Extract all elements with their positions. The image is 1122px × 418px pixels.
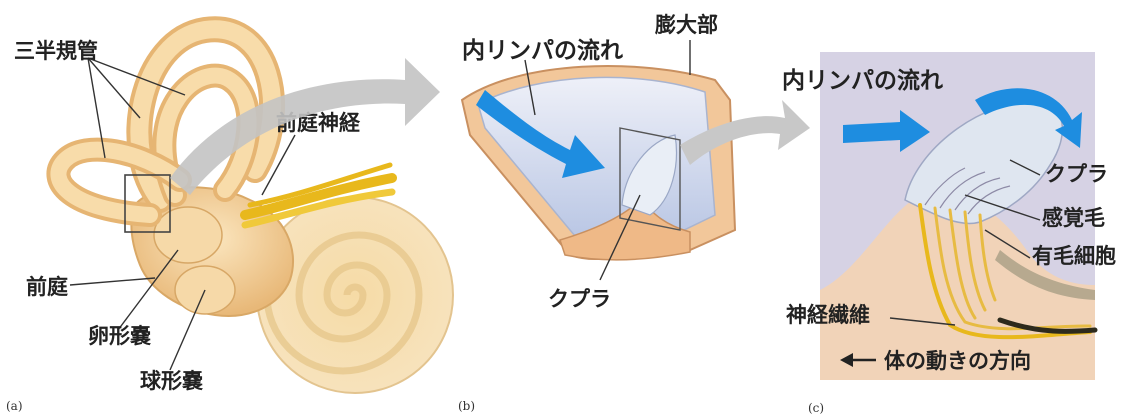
label-sensory-hair: 感覚毛 — [1042, 206, 1105, 230]
flow-arrow-c-straight — [843, 110, 930, 152]
cochlea-shape — [256, 196, 454, 394]
label-semicircular-canals: 三半規管 — [14, 39, 98, 63]
flow-arrow-b — [476, 90, 605, 178]
leader-lines-b — [524, 40, 691, 281]
leader-lines-a — [69, 57, 296, 371]
zoom-arrow-b-to-c — [680, 100, 810, 165]
label-endolymph-flow-b: 内リンパの流れ — [462, 37, 623, 64]
label-saccule: 球形嚢 — [140, 369, 204, 393]
label-body-motion: 体の動きの方向 — [884, 349, 1031, 373]
panel-label-a: (a) — [6, 399, 23, 413]
label-hair-cell: 有毛細胞 — [1032, 244, 1116, 268]
label-endolymph-flow-c: 内リンパの流れ — [782, 67, 943, 94]
panel-b: 内リンパの流れ 膨大部 クプラ (b) — [458, 13, 737, 413]
panel-c: 内リンパの流れ クプラ 感覚毛 有毛細胞 神経繊維 体の動きの方向 (c) — [782, 52, 1116, 415]
sensory-hairs-shape — [924, 167, 1011, 215]
vestibular-nerve-shape — [240, 162, 397, 229]
crista-tissue-shape — [820, 192, 1095, 380]
zoom-box-a — [124, 174, 171, 233]
leader-lines-c — [889, 159, 1041, 326]
label-cupula-b: クプラ — [548, 287, 611, 311]
label-ampulla: 膨大部 — [655, 13, 718, 37]
panel-label-b: (b) — [458, 399, 475, 413]
panel-label-c: (c) — [808, 401, 824, 415]
label-utricle: 卵形嚢 — [88, 324, 152, 348]
label-nerve-fiber: 神経繊維 — [786, 303, 870, 327]
zoom-arrow-a-to-b — [170, 58, 440, 195]
flow-arrow-c-curved — [975, 88, 1082, 148]
label-vestibule: 前庭 — [26, 275, 68, 299]
body-motion-arrow — [840, 353, 876, 367]
label-cupula-c: クプラ — [1045, 162, 1108, 186]
